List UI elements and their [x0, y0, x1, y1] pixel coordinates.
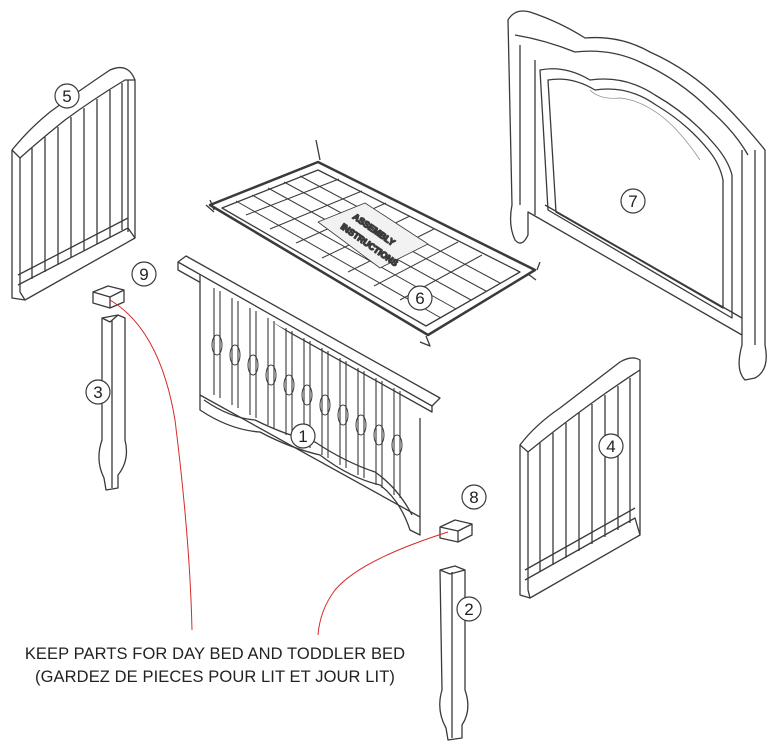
callout-8: 8: [469, 488, 478, 507]
callout-circle-1: [290, 423, 316, 449]
callout-1: 1: [298, 427, 307, 446]
side-panel-left: [11, 66, 136, 301]
callout-2: 2: [464, 600, 473, 619]
callout-circle-5: [54, 83, 80, 109]
leg-right: [439, 565, 469, 741]
mattress-support: [205, 139, 541, 347]
foot-block-right: [439, 519, 473, 543]
leg-left: [98, 314, 128, 491]
callout-9: 9: [139, 265, 148, 284]
side-panel-right: [519, 357, 641, 599]
callout-6: 6: [415, 289, 424, 308]
callout-circle-3: [85, 379, 111, 405]
foot-block-left: [92, 285, 125, 309]
callout-5: 5: [62, 87, 71, 106]
callout-circle-6: [407, 285, 433, 311]
leader-line-right: [317, 531, 449, 636]
callout-circle-8: [461, 484, 487, 510]
callout-3: 3: [93, 383, 102, 402]
caption-line-2: (GARDEZ DE PIECES POUR LIT ET JOUR LIT): [35, 668, 395, 686]
callout-circle-7: [620, 188, 646, 214]
caption-line-1: KEEP PARTS FOR DAY BED AND TODDLER BED: [24, 645, 406, 663]
callout-circle-9: [131, 261, 157, 287]
callout-circle-4: [598, 433, 624, 459]
front-rail: [177, 255, 441, 536]
leader-line-left: [109, 299, 193, 631]
callout-7: 7: [628, 192, 637, 211]
callout-circle-2: [456, 596, 482, 622]
callout-4: 4: [606, 437, 615, 456]
